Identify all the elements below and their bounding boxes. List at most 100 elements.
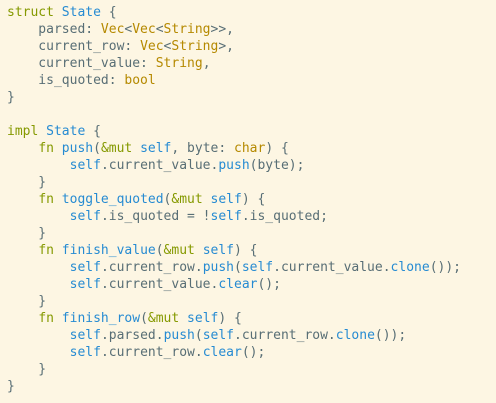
type-token: String [155,56,203,71]
code-text [7,311,38,326]
keyword-token: &mut [171,192,203,207]
code-text [38,124,46,139]
code-text: < [155,22,164,37]
code-text: .parsed. [100,328,164,343]
function-token: clone [335,328,375,343]
code-line[interactable]: } [7,361,461,378]
code-text [7,260,70,275]
type-token: bool [124,73,156,88]
keyword-token: impl [7,124,39,139]
type-token: String [171,39,219,54]
code-text: is_quoted: [7,73,125,88]
code-text: (byte); [249,158,305,173]
keyword-token: &mut [100,141,133,156]
self-token: self [140,141,172,156]
code-line[interactable]: } [7,378,461,395]
code-text [7,345,70,360]
code-text: current_value: [7,56,156,71]
type-token: Vec [140,39,164,54]
code-line[interactable]: } [7,174,461,191]
code-text [7,277,70,292]
code-text [179,311,187,326]
code-line[interactable]: self.current_value.clear(); [7,276,461,293]
code-line[interactable]: self.current_row.clear(); [7,344,461,361]
code-text [203,192,211,207]
code-text: ( [93,141,101,156]
self-token: self [202,243,234,258]
function-token: push [61,141,94,156]
keyword-token: fn [38,243,54,258]
code-text [7,158,70,173]
code-text: } [7,226,47,241]
code-text [7,192,38,207]
function-token: clear [202,345,242,360]
code-view[interactable]: struct State { parsed: Vec<Vec<String>>,… [7,4,461,395]
code-line[interactable] [7,106,461,123]
keyword-token: fn [38,311,54,326]
code-text [54,141,62,156]
function-token: push [202,260,234,275]
code-text: (); [241,345,266,360]
code-text: .current_value. [100,158,219,173]
code-line[interactable]: self.parsed.push(self.current_row.clone(… [7,327,461,344]
function-token: finish_value [61,243,156,258]
code-text: .is_quoted; [241,209,328,224]
type-token: State [61,5,101,20]
code-text: < [124,22,133,37]
self-token: self [69,209,101,224]
code-text: (); [257,277,281,292]
code-text: } [7,294,47,309]
keyword-token: fn [38,141,54,156]
code-text [54,5,62,20]
code-line[interactable]: fn finish_value(&mut self) { [7,242,461,259]
code-line[interactable]: self.is_quoted = !self.is_quoted; [7,208,461,225]
self-token: self [69,345,101,360]
code-line[interactable]: fn finish_row(&mut self) { [7,310,461,327]
code-line[interactable]: } [7,225,461,242]
code-text: parsed: [7,22,101,37]
keyword-token: &mut [163,243,195,258]
code-line[interactable]: } [7,293,461,310]
code-text: ) { [218,311,242,326]
code-line[interactable]: } [7,89,461,106]
code-text: ( [234,260,242,275]
code-line[interactable]: struct State { [7,4,461,21]
code-text: ( [194,328,203,343]
code-text [7,141,38,156]
function-token: push [163,328,195,343]
code-text: ) { [241,192,266,207]
function-token: clone [390,260,430,275]
code-text: ()); [374,328,407,343]
code-text: } [7,362,47,377]
type-token: Vec [132,22,156,37]
code-line[interactable]: fn toggle_quoted(&mut self) { [7,191,461,208]
code-text: ) { [234,243,258,258]
function-token: toggle_quoted [61,192,164,207]
code-line[interactable]: self.current_value.push(byte); [7,157,461,174]
self-token: self [241,260,274,275]
code-text: } [7,175,47,190]
code-text: .is_quoted = ! [100,209,211,224]
code-line[interactable]: current_value: String, [7,55,461,72]
code-text [7,243,38,258]
code-text: } [7,90,15,105]
code-line[interactable]: is_quoted: bool [7,72,461,89]
code-line[interactable]: fn push(&mut self, byte: char) { [7,140,461,157]
code-text [54,311,62,326]
code-line[interactable]: impl State { [7,123,461,140]
code-text: } [7,379,15,394]
code-line[interactable]: parsed: Vec<Vec<String>>, [7,21,461,38]
code-text [195,243,203,258]
type-token: String [163,22,211,37]
code-line[interactable]: current_row: Vec<String>, [7,38,461,55]
code-text: .current_row. [100,345,203,360]
type-token: Vec [100,22,125,37]
code-text [7,209,70,224]
keyword-token: fn [38,192,54,207]
code-text: { [85,124,101,139]
code-text: < [163,39,172,54]
self-token: self [69,328,101,343]
code-text [54,192,62,207]
code-line[interactable]: self.current_row.push(self.current_value… [7,259,461,276]
